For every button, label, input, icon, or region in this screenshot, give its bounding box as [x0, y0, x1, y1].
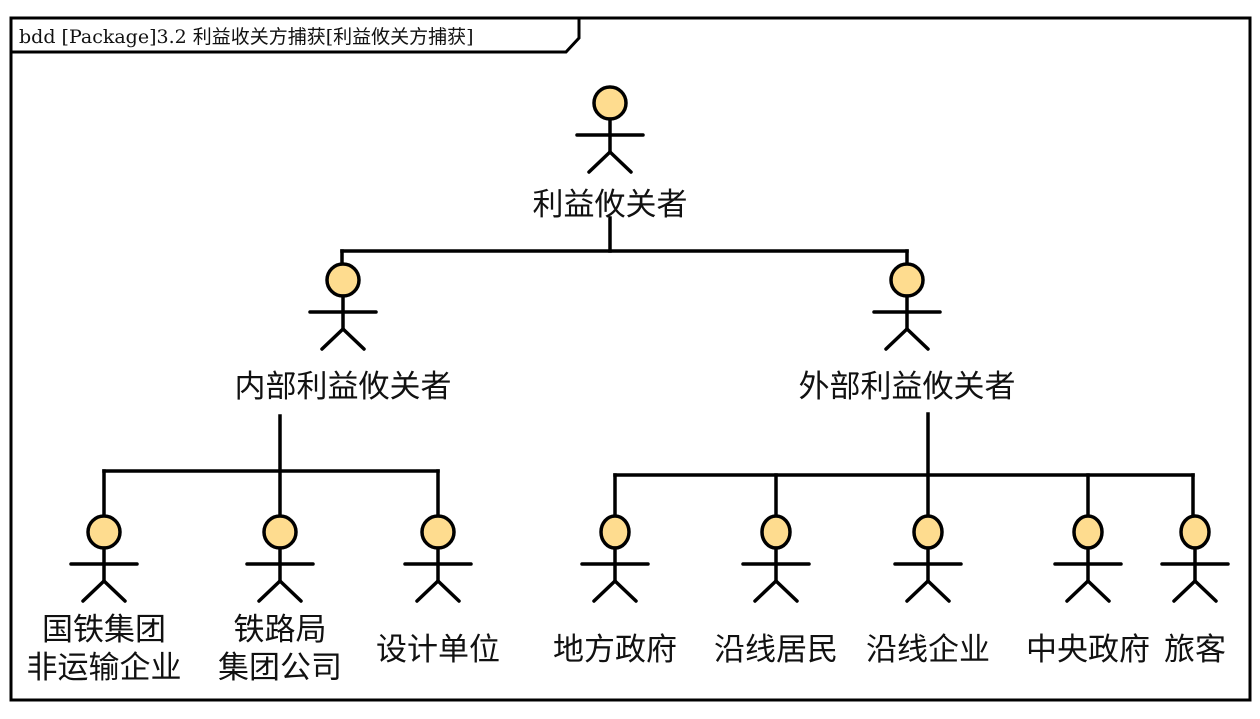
actor-external[interactable]: 外部利益攸关者 — [799, 262, 1016, 405]
actor-right-leg — [278, 579, 303, 603]
actor-label: 地方政府 — [553, 632, 677, 668]
actor-left-leg — [884, 327, 909, 351]
actor-label: 中央政府 — [1026, 632, 1150, 668]
actor-head-icon — [420, 514, 456, 550]
actor-label: 利益攸关者 — [533, 187, 688, 223]
actor-left-leg — [1065, 579, 1090, 603]
actor-label: 外部利益攸关者 — [799, 369, 1016, 405]
actor-passengers[interactable]: 旅客 — [1160, 514, 1230, 668]
actor-local-government[interactable]: 地方政府 — [553, 514, 677, 668]
actor-label: 沿线企业 — [866, 632, 990, 668]
actor-label: 集团公司 — [218, 650, 342, 686]
actor-head-icon — [1072, 514, 1104, 550]
actor-head-icon — [262, 514, 298, 550]
actor-stakeholder[interactable]: 利益攸关者 — [533, 85, 688, 223]
actor-left-leg — [257, 579, 282, 603]
actor-label: 铁路局 — [234, 612, 327, 648]
actor-head-icon — [760, 514, 792, 550]
frame-title-tab — [11, 18, 581, 54]
actor-right-leg — [926, 579, 951, 603]
actor-left-leg — [587, 150, 612, 174]
actor-internal[interactable]: 内部利益攸关者 — [235, 262, 452, 405]
actor-left-leg — [415, 579, 440, 603]
actor-right-leg — [436, 579, 461, 603]
actor-label: 设计单位 — [376, 632, 500, 668]
actor-right-leg — [102, 579, 127, 603]
actor-right-leg — [608, 150, 633, 174]
internal-connector — [102, 414, 440, 518]
actor-left-leg — [81, 579, 106, 603]
actor-left-leg — [320, 327, 345, 351]
external-connector — [613, 412, 1195, 518]
diagram-frame — [9, 16, 1252, 702]
actor-right-leg — [1193, 579, 1218, 603]
actor-left-leg — [1172, 579, 1197, 603]
actor-head-icon — [889, 262, 925, 298]
actor-label: 内部利益攸关者 — [235, 369, 452, 405]
actor-head-icon — [592, 85, 628, 121]
actor-label: 国铁集团 — [42, 612, 166, 648]
actor-central-government[interactable]: 中央政府 — [1026, 514, 1150, 668]
actor-head-icon — [1179, 514, 1211, 550]
actor-left-leg — [753, 579, 778, 603]
root-connector — [340, 216, 909, 266]
actor-right-leg — [774, 579, 799, 603]
actor-head-icon — [599, 514, 631, 550]
actor-head-icon — [325, 262, 361, 298]
actor-left-leg — [905, 579, 930, 603]
actor-right-leg — [905, 327, 930, 351]
actor-right-leg — [341, 327, 366, 351]
actor-left-leg — [592, 579, 617, 603]
frame-title: bdd [Package]3.2 利益收关方捕获[利益攸关方捕获] — [19, 26, 474, 48]
actor-label: 旅客 — [1164, 632, 1226, 668]
actor-design-unit[interactable]: 设计单位 — [376, 514, 500, 668]
actor-residents-along-line[interactable]: 沿线居民 — [714, 514, 838, 668]
actor-head-icon — [86, 514, 122, 550]
actor-label: 非运输企业 — [27, 650, 182, 686]
actor-head-icon — [912, 514, 944, 550]
actor-label: 沿线居民 — [714, 632, 838, 668]
actor-enterprises-along-line[interactable]: 沿线企业 — [866, 514, 990, 668]
actor-right-leg — [1086, 579, 1111, 603]
actor-right-leg — [613, 579, 638, 603]
